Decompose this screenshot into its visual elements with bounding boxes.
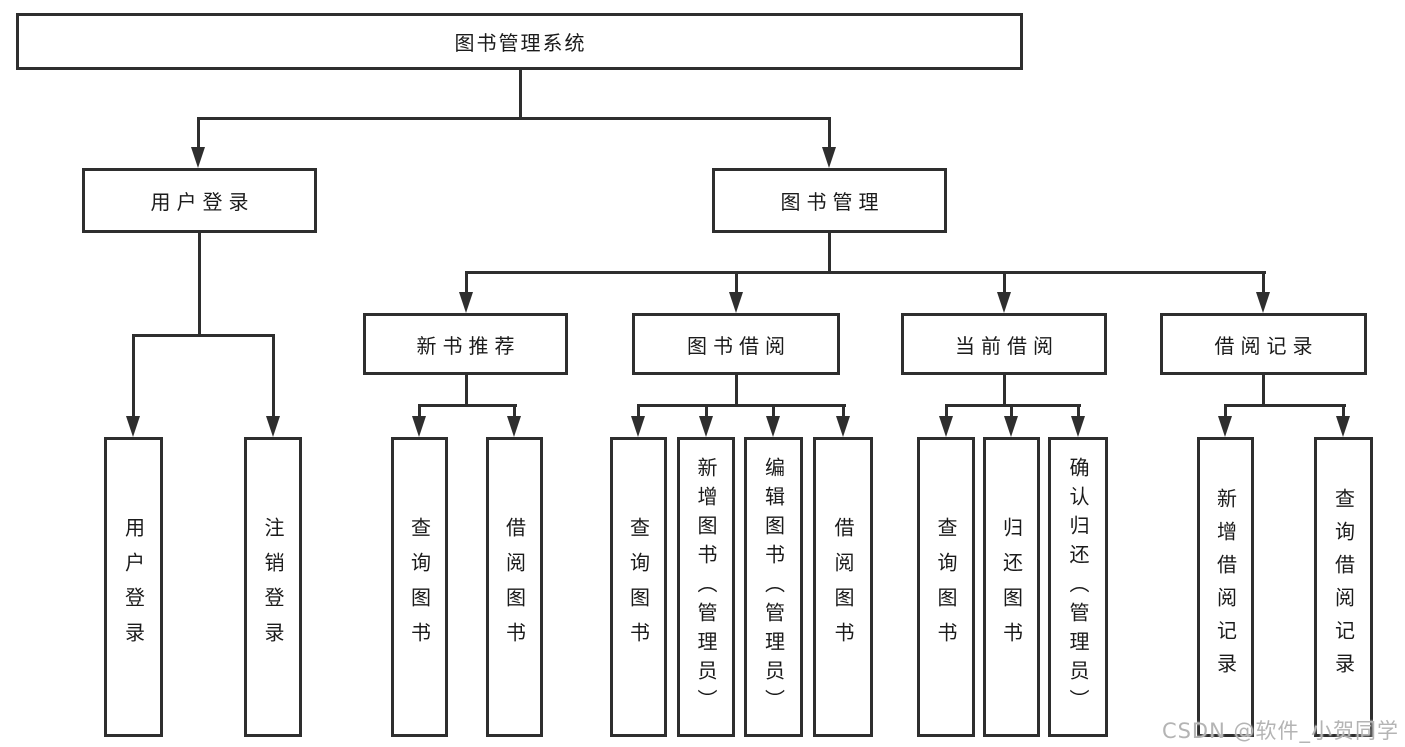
leaf-cb-confirm-return-admin-label: 确认归还（管理员） — [1066, 456, 1090, 718]
node-book-borrow: 图书借阅 — [632, 313, 840, 375]
leaf-logout: 注销登录 — [244, 437, 302, 737]
connector-line — [1003, 271, 1006, 293]
arrowhead-down — [507, 416, 521, 437]
leaf-br-query-record: 查询借阅记录 — [1314, 437, 1373, 737]
leaf-user-login-label: 用户登录 — [121, 517, 146, 657]
arrowhead-down — [1004, 416, 1018, 437]
leaf-cb-return-books-label: 归还图书 — [999, 517, 1024, 657]
connector-line — [132, 334, 275, 337]
leaf-cb-return-books: 归还图书 — [983, 437, 1040, 737]
leaf-bb-edit-books-admin-label: 编辑图书（管理员） — [761, 456, 786, 718]
connector-line — [828, 117, 831, 148]
connector-line — [842, 404, 845, 417]
leaf-nb-query-books-label: 查询图书 — [407, 517, 432, 657]
arrowhead-down — [191, 147, 205, 168]
connector-line — [705, 404, 708, 417]
node-user-login: 用户登录 — [82, 168, 317, 233]
leaf-cb-confirm-return-admin: 确认归还（管理员） — [1048, 437, 1108, 737]
connector-line — [519, 69, 522, 119]
connector-line — [1077, 404, 1080, 417]
leaf-nb-query-books: 查询图书 — [391, 437, 448, 737]
connector-line — [1003, 375, 1006, 406]
arrowhead-down — [836, 416, 850, 437]
leaf-nb-borrow-books-label: 借阅图书 — [502, 517, 527, 657]
connector-line — [418, 404, 517, 407]
connector-line — [1342, 404, 1345, 417]
leaf-cb-query-books: 查询图书 — [917, 437, 975, 737]
connector-line — [1262, 375, 1265, 406]
arrowhead-down — [266, 416, 280, 437]
node-book-management: 图书管理 — [712, 168, 947, 233]
connector-line — [197, 117, 831, 120]
leaf-bb-borrow-books: 借阅图书 — [813, 437, 873, 737]
arrowhead-down — [412, 416, 426, 437]
arrowhead-down — [126, 416, 140, 437]
leaf-bb-add-books-admin-label: 新增图书（管理员） — [694, 456, 718, 718]
connector-line — [1262, 271, 1265, 293]
arrowhead-down — [459, 292, 473, 313]
arrowhead-down — [729, 292, 743, 313]
arrowhead-down — [699, 416, 713, 437]
arrowhead-down — [766, 416, 780, 437]
node-borrow-record-label: 借阅记录 — [1214, 333, 1319, 358]
leaf-bb-add-books-admin: 新增图书（管理员） — [677, 437, 735, 737]
leaf-bb-query-books: 查询图书 — [610, 437, 667, 737]
connector-line — [772, 404, 775, 417]
node-root: 图书管理系统 — [16, 13, 1023, 70]
connector-line — [198, 232, 201, 336]
leaf-cb-query-books-label: 查询图书 — [934, 517, 958, 657]
connector-line — [735, 375, 738, 406]
connector-line — [272, 334, 275, 417]
arrowhead-down — [1071, 416, 1085, 437]
node-book-borrow-label: 图书借阅 — [687, 333, 791, 358]
node-root-label: 图书管理系统 — [454, 31, 587, 55]
leaf-br-add-record: 新增借阅记录 — [1197, 437, 1254, 737]
arrowhead-down — [822, 147, 836, 168]
connector-line — [637, 404, 640, 417]
node-new-book-recommend-label: 新书推荐 — [416, 333, 521, 358]
arrowhead-down — [1336, 416, 1350, 437]
arrowhead-down — [997, 292, 1011, 313]
connector-line — [1224, 404, 1227, 417]
node-book-management-label: 图书管理 — [780, 190, 885, 214]
leaf-user-login: 用户登录 — [104, 437, 163, 737]
arrowhead-down — [1256, 292, 1270, 313]
leaf-bb-borrow-books-label: 借阅图书 — [831, 517, 855, 657]
leaf-br-query-record-label: 查询借阅记录 — [1331, 488, 1356, 686]
node-new-book-recommend: 新书推荐 — [363, 313, 568, 375]
arrowhead-down — [939, 416, 953, 437]
connector-line — [1010, 404, 1013, 417]
connector-line — [465, 271, 468, 293]
connector-line — [735, 271, 738, 293]
leaf-logout-label: 注销登录 — [261, 517, 285, 657]
connector-line — [945, 404, 948, 417]
arrowhead-down — [631, 416, 645, 437]
leaf-bb-query-books-label: 查询图书 — [626, 517, 651, 657]
leaf-br-add-record-label: 新增借阅记录 — [1213, 488, 1238, 686]
arrowhead-down — [1218, 416, 1232, 437]
node-borrow-record: 借阅记录 — [1160, 313, 1367, 375]
node-current-borrow: 当前借阅 — [901, 313, 1107, 375]
leaf-nb-borrow-books: 借阅图书 — [486, 437, 543, 737]
connector-line — [945, 404, 1081, 407]
connector-line — [1224, 404, 1346, 407]
connector-line — [637, 404, 846, 407]
node-user-login-label: 用户登录 — [150, 190, 255, 214]
connector-line — [197, 117, 200, 148]
connector-line — [513, 404, 516, 417]
connector-line — [465, 375, 468, 406]
csdn-watermark: CSDN @软件_小贺同学 — [1161, 719, 1399, 743]
leaf-bb-edit-books-admin: 编辑图书（管理员） — [744, 437, 803, 737]
connector-line — [828, 233, 831, 274]
connector-line — [418, 404, 421, 417]
node-current-borrow-label: 当前借阅 — [955, 333, 1059, 358]
connector-line — [465, 271, 1266, 274]
connector-line — [132, 334, 135, 417]
